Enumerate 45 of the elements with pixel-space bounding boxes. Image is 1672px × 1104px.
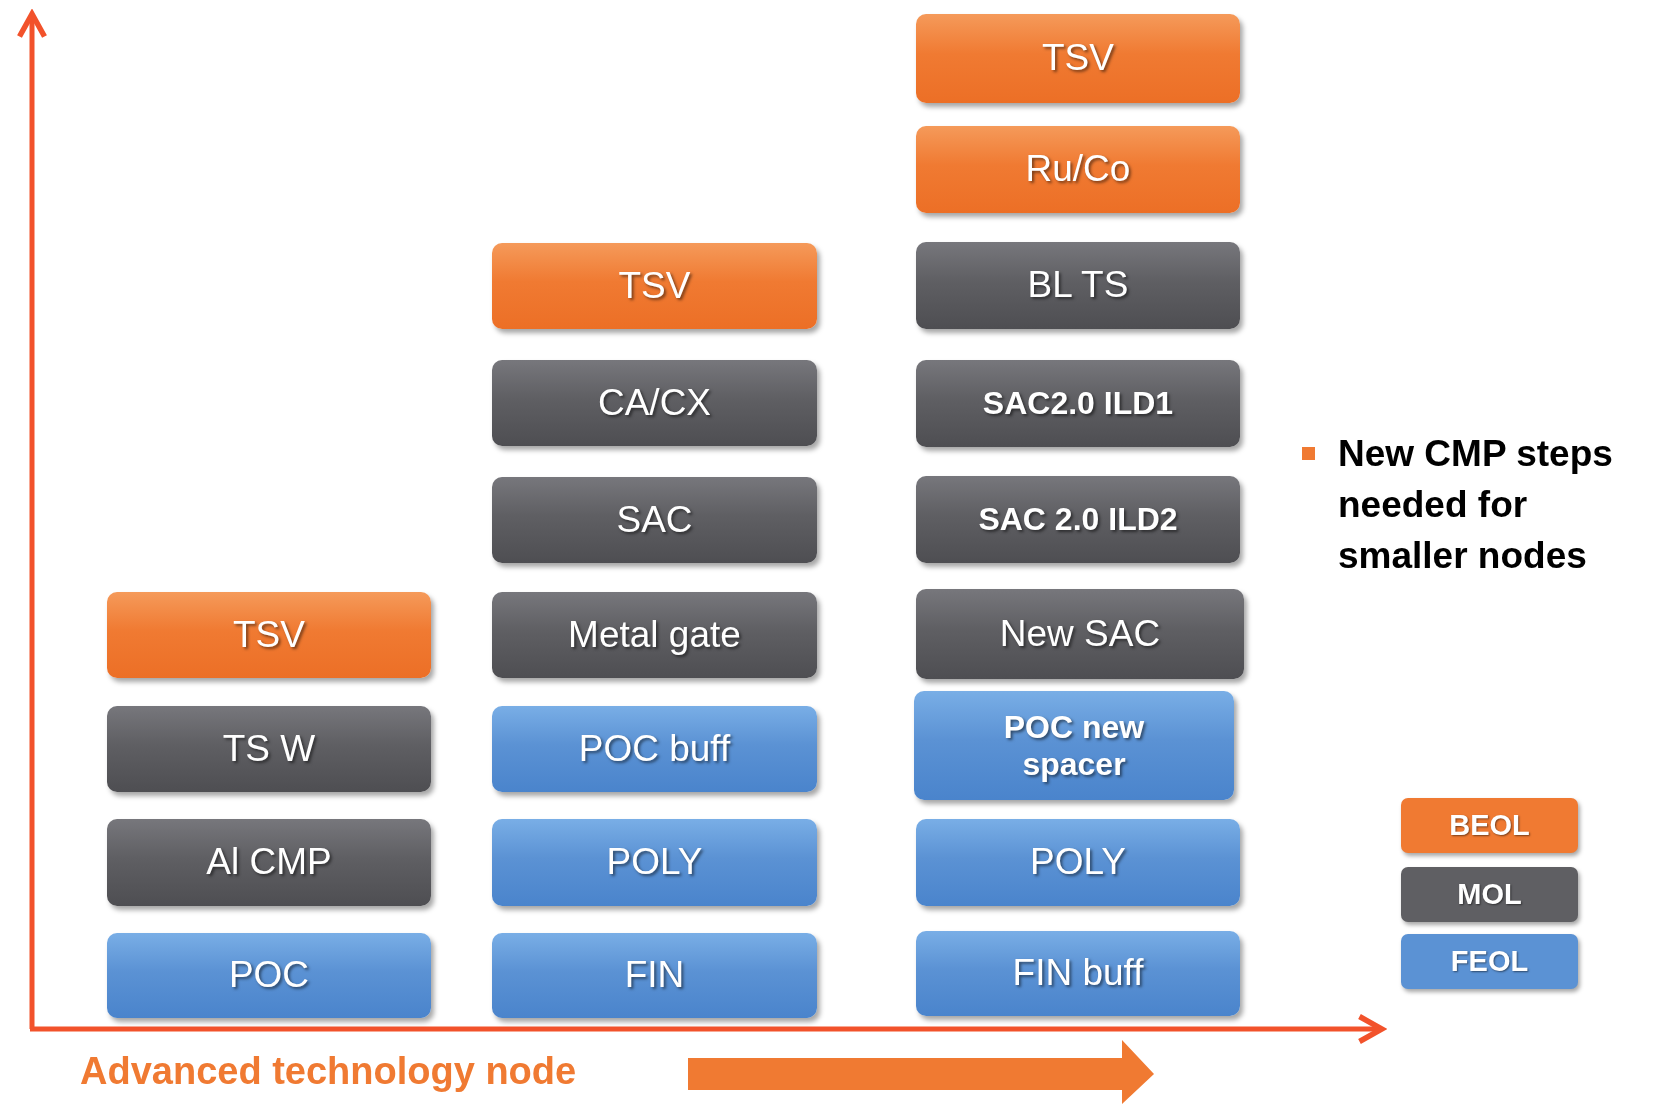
step-label: FIN — [624, 954, 685, 997]
process-step-box — [914, 691, 1234, 800]
process-step-box — [492, 706, 817, 792]
note-text: New CMP steps needed for smaller nodes — [1338, 432, 1614, 578]
axis-title: Advanced technology node — [80, 1050, 577, 1093]
process-step-box — [492, 360, 817, 446]
process-step-box — [916, 126, 1240, 213]
process-step-box — [492, 819, 817, 906]
legend-label: BEOL — [1449, 809, 1530, 842]
process-step-box — [492, 592, 817, 678]
step-label: Metal gate — [568, 613, 741, 657]
process-step-box — [107, 592, 431, 678]
step-label: SAC 2.0 ILD2 — [978, 501, 1178, 538]
step-label: Al CMP — [206, 841, 332, 884]
step-label: CA/CX — [597, 381, 712, 425]
step-label: SAC — [616, 498, 693, 542]
step-label: POLY — [1030, 841, 1126, 884]
process-step-box — [916, 242, 1240, 329]
process-step-box — [916, 931, 1240, 1016]
step-label: Ru/Co — [1025, 148, 1131, 191]
step-label: TSV — [618, 264, 691, 308]
legend-label: FEOL — [1450, 945, 1529, 978]
process-step-box — [916, 360, 1240, 447]
step-label: POC buff — [578, 727, 731, 771]
process-step-box — [107, 819, 431, 906]
process-step-box — [492, 933, 817, 1018]
step-label: New SAC — [999, 612, 1161, 656]
process-step-box — [916, 819, 1240, 906]
step-label: POLY — [606, 841, 703, 884]
step-label: FIN buff — [1012, 952, 1144, 995]
legend-label: MOL — [1457, 878, 1522, 911]
step-label: POC new spacer — [1002, 708, 1146, 783]
process-step-box — [492, 243, 817, 329]
step-label: TSV — [233, 613, 305, 657]
process-step-box — [107, 933, 431, 1018]
step-label: BL TS — [1027, 264, 1129, 307]
step-label: TS W — [222, 727, 316, 771]
process-step-box — [916, 14, 1240, 103]
step-label: TSV — [1042, 37, 1114, 80]
process-step-box — [916, 476, 1240, 563]
step-label: SAC2.0 ILD1 — [982, 385, 1174, 422]
process-step-box — [492, 477, 817, 563]
process-step-box — [916, 589, 1244, 679]
step-label: POC — [228, 954, 310, 997]
process-step-box — [107, 706, 431, 792]
